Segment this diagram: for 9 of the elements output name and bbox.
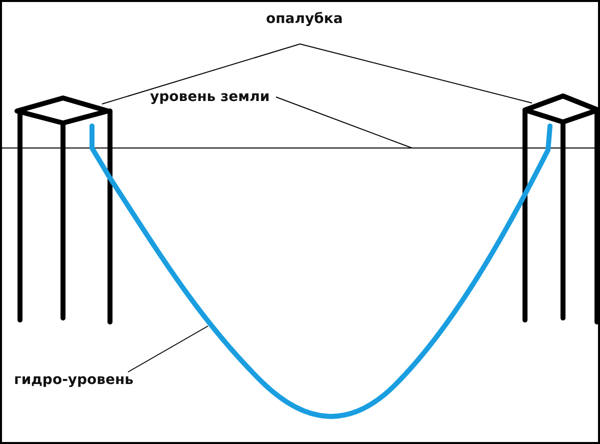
callout-label: гидро-уровень [14, 371, 134, 389]
leader-line [102, 44, 300, 104]
leader-line [276, 96, 412, 148]
post-drawing [14, 96, 112, 324]
leader-line [128, 326, 208, 372]
leader-line [300, 44, 532, 104]
callout-label: уровень земли [150, 88, 270, 106]
post-drawing [522, 94, 600, 324]
callout-label: опалубка [266, 10, 343, 28]
